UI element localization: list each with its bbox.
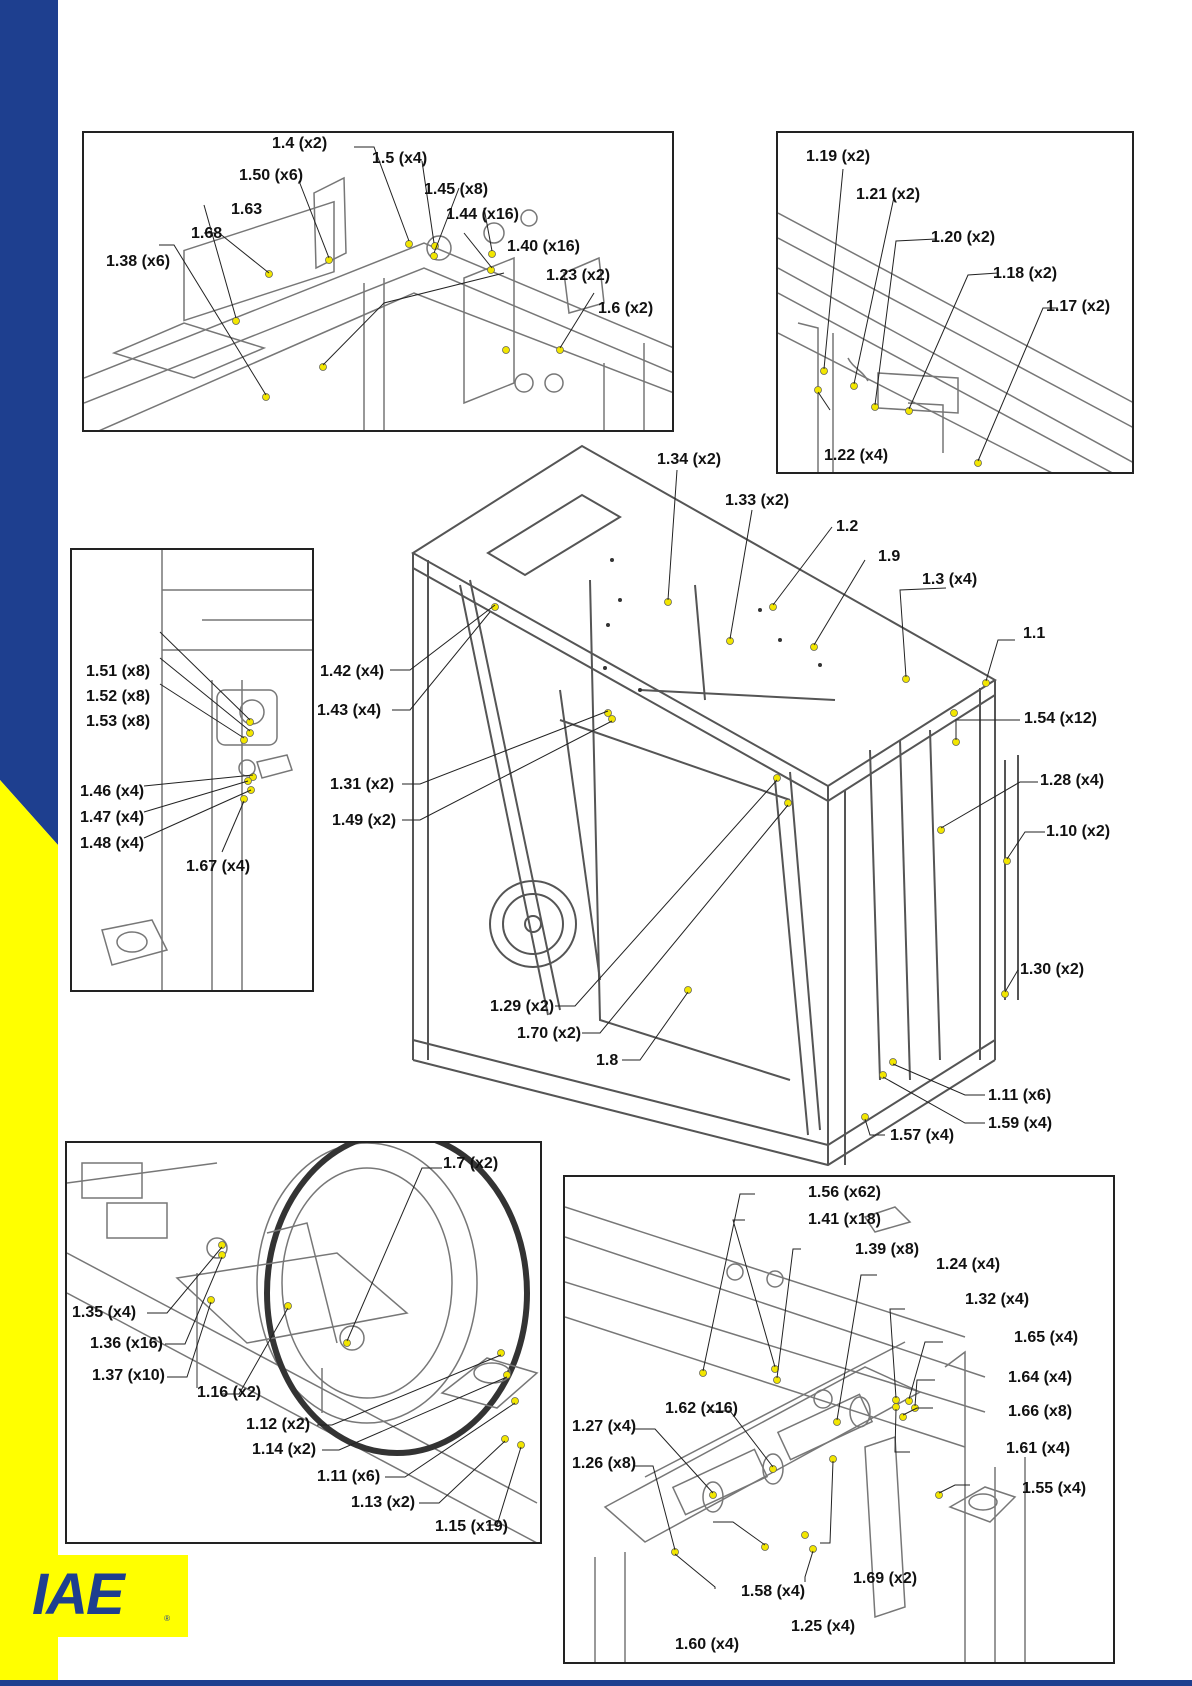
callout-label: 1.11 (x6) bbox=[988, 1087, 1052, 1104]
callout-label: 1.58 (x4) bbox=[741, 1583, 806, 1600]
bottom-rule bbox=[0, 1680, 1192, 1686]
callout-label: 1.5 (x4) bbox=[372, 150, 428, 167]
callout-label: 1.59 (x4) bbox=[988, 1115, 1053, 1132]
callout-label: 1.2 bbox=[836, 518, 859, 535]
callout-label: 1.18 (x2) bbox=[993, 265, 1058, 282]
callout-label: 1.31 (x2) bbox=[330, 776, 395, 793]
callout-label: 1.54 (x12) bbox=[1024, 710, 1097, 727]
callout-label: 1.60 (x4) bbox=[675, 1636, 740, 1653]
callout-label: 1.45 (x8) bbox=[424, 181, 489, 198]
callout-label: 1.57 (x4) bbox=[890, 1127, 955, 1144]
callout-label: 1.36 (x16) bbox=[90, 1335, 163, 1352]
brand-logo: IAE ® bbox=[22, 1555, 188, 1637]
callout-label: 1.44 (x16) bbox=[446, 206, 519, 223]
callout-label: 1.38 (x6) bbox=[106, 253, 171, 270]
detail-panel-top-right bbox=[776, 131, 1134, 474]
callout-label: 1.33 (x2) bbox=[725, 492, 790, 509]
mid-left-drawing bbox=[101, 550, 312, 990]
callout-label: 1.67 (x4) bbox=[186, 858, 251, 875]
callout-label: 1.32 (x4) bbox=[965, 1291, 1030, 1308]
callout-label: 1.25 (x4) bbox=[791, 1618, 856, 1635]
callout-label: 1.24 (x4) bbox=[936, 1256, 1001, 1273]
callout-label: 1.15 (x19) bbox=[435, 1518, 508, 1535]
callout-label: 1.63 bbox=[231, 201, 263, 218]
sidebar-band bbox=[0, 0, 58, 1686]
callout-label: 1.37 (x10) bbox=[92, 1367, 165, 1384]
detail-panel-mid-left bbox=[70, 548, 314, 992]
callout-label: 1.41 (x18) bbox=[808, 1211, 881, 1228]
callout-label: 1.28 (x4) bbox=[1040, 772, 1105, 789]
callout-label: 1.8 bbox=[596, 1052, 619, 1069]
callout-label: 1.16 (x2) bbox=[197, 1384, 262, 1401]
callout-label: 1.70 (x2) bbox=[517, 1025, 582, 1042]
callout-label: 1.14 (x2) bbox=[252, 1441, 317, 1458]
top-left-drawing bbox=[84, 146, 672, 430]
callout-label: 1.6 (x2) bbox=[598, 300, 654, 317]
detail-panel-bottom-right bbox=[563, 1175, 1115, 1664]
callout-label: 1.47 (x4) bbox=[80, 809, 145, 826]
callout-label: 1.61 (x4) bbox=[1006, 1440, 1071, 1457]
callout-label: 1.20 (x2) bbox=[931, 229, 996, 246]
callout-label: 1.11 (x6) bbox=[317, 1468, 381, 1485]
callout-label: 1.66 (x8) bbox=[1008, 1403, 1073, 1420]
callout-label: 1.23 (x2) bbox=[546, 267, 611, 284]
top-right-drawing bbox=[778, 168, 1132, 472]
detail-panel-top-left bbox=[82, 131, 674, 432]
callout-label: 1.46 (x4) bbox=[80, 783, 145, 800]
callout-label: 1.19 (x2) bbox=[806, 148, 871, 165]
logo-text: IAE bbox=[32, 1562, 125, 1627]
callout-label: 1.4 (x2) bbox=[272, 135, 328, 152]
callout-label: 1.64 (x4) bbox=[1008, 1369, 1073, 1386]
callout-label: 1.17 (x2) bbox=[1046, 298, 1111, 315]
callout-label: 1.40 (x16) bbox=[507, 238, 580, 255]
callout-label: 1.53 (x8) bbox=[86, 713, 151, 730]
callout-label: 1.22 (x4) bbox=[824, 447, 889, 464]
callout-label: 1.10 (x2) bbox=[1046, 823, 1111, 840]
callout-label: 1.26 (x8) bbox=[572, 1455, 637, 1472]
callout-label: 1.65 (x4) bbox=[1014, 1329, 1079, 1346]
callout-label: 1.34 (x2) bbox=[657, 451, 722, 468]
logo-registered-mark: ® bbox=[164, 1614, 170, 1623]
callout-label: 1.3 (x4) bbox=[922, 571, 978, 588]
callout-label: 1.42 (x4) bbox=[320, 663, 385, 680]
callout-label: 1.9 bbox=[878, 548, 901, 565]
callout-label: 1.55 (x4) bbox=[1022, 1480, 1087, 1497]
callout-label: 1.27 (x4) bbox=[572, 1418, 637, 1435]
callout-label: 1.69 (x2) bbox=[853, 1570, 918, 1587]
callout-label: 1.35 (x4) bbox=[72, 1304, 137, 1321]
callout-label: 1.56 (x62) bbox=[808, 1184, 881, 1201]
callout-label: 1.51 (x8) bbox=[86, 663, 151, 680]
callout-label: 1.62 (x16) bbox=[665, 1400, 738, 1417]
callout-label: 1.30 (x2) bbox=[1020, 961, 1085, 978]
callout-label: 1.52 (x8) bbox=[86, 688, 151, 705]
callout-label: 1.13 (x2) bbox=[351, 1494, 416, 1511]
callout-label: 1.49 (x2) bbox=[332, 812, 397, 829]
callout-label: 1.43 (x4) bbox=[317, 702, 382, 719]
callout-label: 1.1 bbox=[1023, 625, 1046, 642]
callout-label: 1.7 (x2) bbox=[443, 1155, 499, 1172]
callout-label: 1.12 (x2) bbox=[246, 1416, 311, 1433]
callout-label: 1.21 (x2) bbox=[856, 186, 921, 203]
detail-panel-bottom-left bbox=[65, 1141, 542, 1544]
callout-label: 1.68 bbox=[191, 225, 223, 242]
callout-label: 1.39 (x8) bbox=[855, 1241, 920, 1258]
bottom-left-drawing bbox=[67, 1143, 539, 1542]
callout-label: 1.50 (x6) bbox=[239, 167, 304, 184]
bottom-right-drawing bbox=[565, 1193, 1026, 1662]
callout-label: 1.48 (x4) bbox=[80, 835, 145, 852]
callout-label: 1.29 (x2) bbox=[490, 998, 555, 1015]
